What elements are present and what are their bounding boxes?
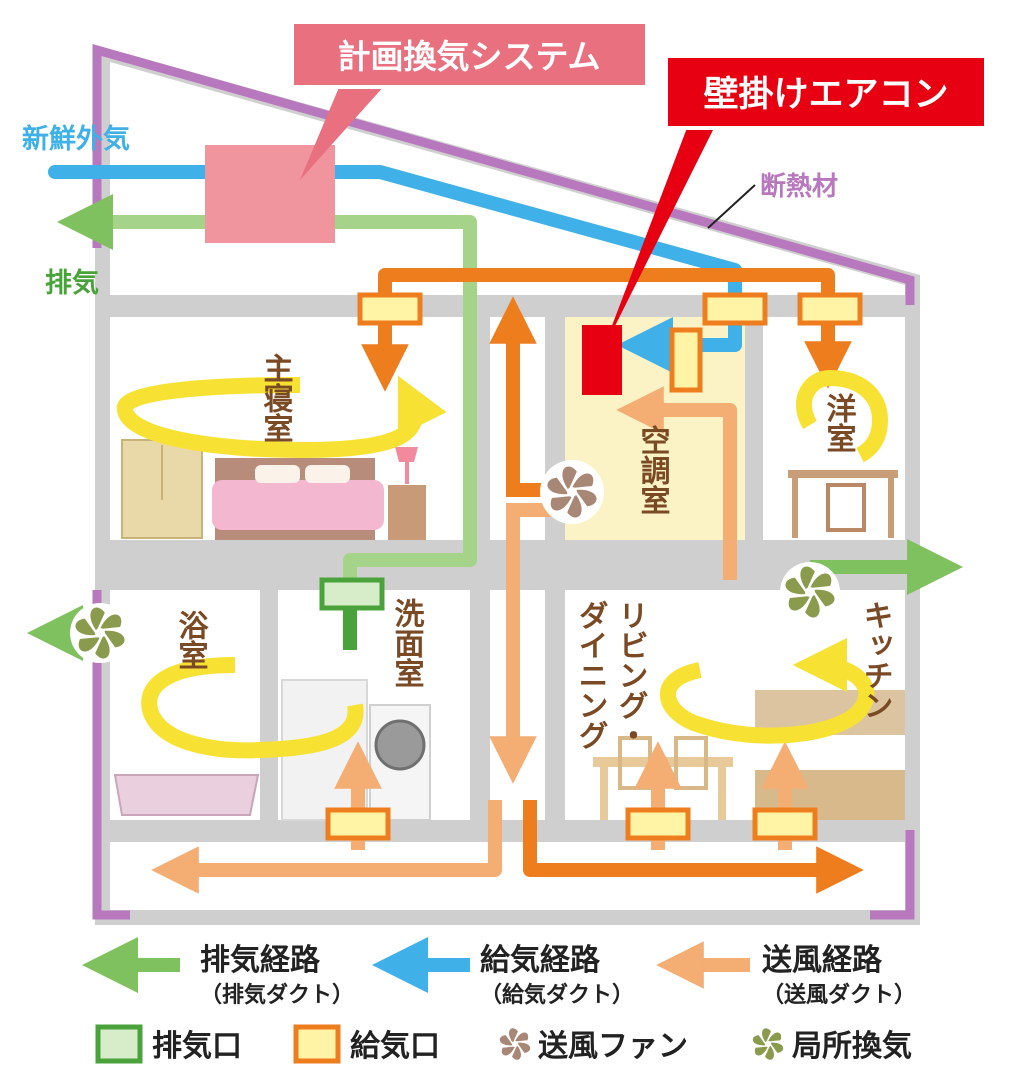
supply-port — [325, 807, 391, 841]
wall-aircon-unit — [582, 325, 622, 395]
callout-ventilation-system: 計画換気システム — [290, 20, 649, 180]
legend-exhaust-route: 排気経路 — [200, 943, 321, 978]
room-label-washroom: 洗面室 — [389, 598, 425, 688]
callout-box — [664, 54, 988, 130]
bed — [212, 480, 384, 530]
ports — [319, 292, 863, 841]
legend-blower-fan: 送風ファン — [538, 1029, 688, 1064]
airflow-loop — [141, 657, 364, 759]
legend-local-vent-icon — [751, 1026, 785, 1062]
interior-wall — [545, 300, 565, 840]
insulation-leader-line — [707, 184, 756, 229]
room-label-western: 洋室 — [821, 393, 857, 453]
room-label-bath: 浴室 — [173, 610, 209, 670]
callout-box — [290, 20, 649, 89]
airflow-loop — [116, 375, 447, 459]
bathtub — [113, 774, 260, 816]
local-vent-fan-icon — [70, 603, 130, 663]
ground-slab — [95, 820, 920, 842]
fan-duct-line — [616, 386, 737, 580]
local-vent-fan-icon — [780, 562, 840, 622]
legend-fan-route: 送風経路 — [762, 943, 883, 978]
fan-duct-line — [489, 503, 560, 784]
room-label-living-line1: リビング・ — [613, 600, 648, 750]
room-label-kitchen: キッチン — [858, 600, 893, 720]
supply-port — [797, 292, 863, 326]
room-airflow — [116, 369, 889, 759]
callout-wall-aircon: 壁掛けエアコン — [602, 54, 988, 352]
supply-port — [625, 807, 691, 841]
blower-fan-icon — [540, 460, 604, 524]
fresh-air-label: 新鮮外気 — [22, 123, 130, 155]
fan-duct-line — [151, 800, 502, 894]
interior-wall — [745, 300, 763, 580]
chair — [826, 483, 866, 532]
legend: 排気経路 （排気ダクト） 給気経路 （給気ダクト） 送風経路 （送風ダクト） 排… — [82, 937, 916, 1064]
legend-local-vent: 局所換気 — [792, 1029, 912, 1064]
desk — [788, 470, 898, 478]
insulation-label: 断熱材 — [760, 171, 838, 202]
supply-port — [702, 292, 768, 326]
interior-wall — [260, 590, 278, 840]
legend-supply-port-swatch — [293, 1024, 341, 1064]
room-label-hvac: 空調室 — [635, 425, 671, 515]
legend-fan-route-sub: （送風ダクト） — [762, 982, 916, 1008]
room-label-living-line2: ダイニング — [573, 600, 608, 750]
supply-port — [752, 807, 818, 841]
lamp — [395, 447, 418, 462]
room-label-master-bedroom: 主寝室 — [258, 353, 294, 443]
fan-duct-line — [523, 800, 864, 894]
callout-wall-aircon-label: 壁掛けエアコン — [703, 75, 948, 115]
ceiling-slab — [95, 295, 920, 317]
legend-exhaust-route-sub: （排気ダクト） — [200, 982, 354, 1008]
legend-exhaust-port: 排気口 — [152, 1029, 242, 1064]
airflow-loop — [660, 637, 875, 744]
pillow — [255, 465, 300, 483]
nightstand — [388, 485, 426, 540]
callout-ventilation-system-label: 計画換気システム — [337, 37, 600, 76]
airflow-loop — [796, 369, 889, 463]
insulation-line — [92, 44, 915, 305]
legend-supply-port: 給気口 — [350, 1029, 440, 1064]
exhaust-port — [319, 577, 385, 611]
insulation-line — [870, 830, 915, 920]
exhaust-label: 排気 — [45, 267, 99, 299]
legend-exhaust-port-swatch — [95, 1024, 143, 1064]
insulation-line — [92, 590, 130, 920]
supply-port — [357, 292, 423, 326]
legend-supply-route-sub: （給気ダクト） — [480, 982, 634, 1008]
pillow — [305, 465, 350, 483]
legend-supply-route: 給気経路 — [480, 943, 601, 978]
legend-blower-fan-icon — [498, 1026, 532, 1062]
supply-port — [669, 327, 703, 393]
